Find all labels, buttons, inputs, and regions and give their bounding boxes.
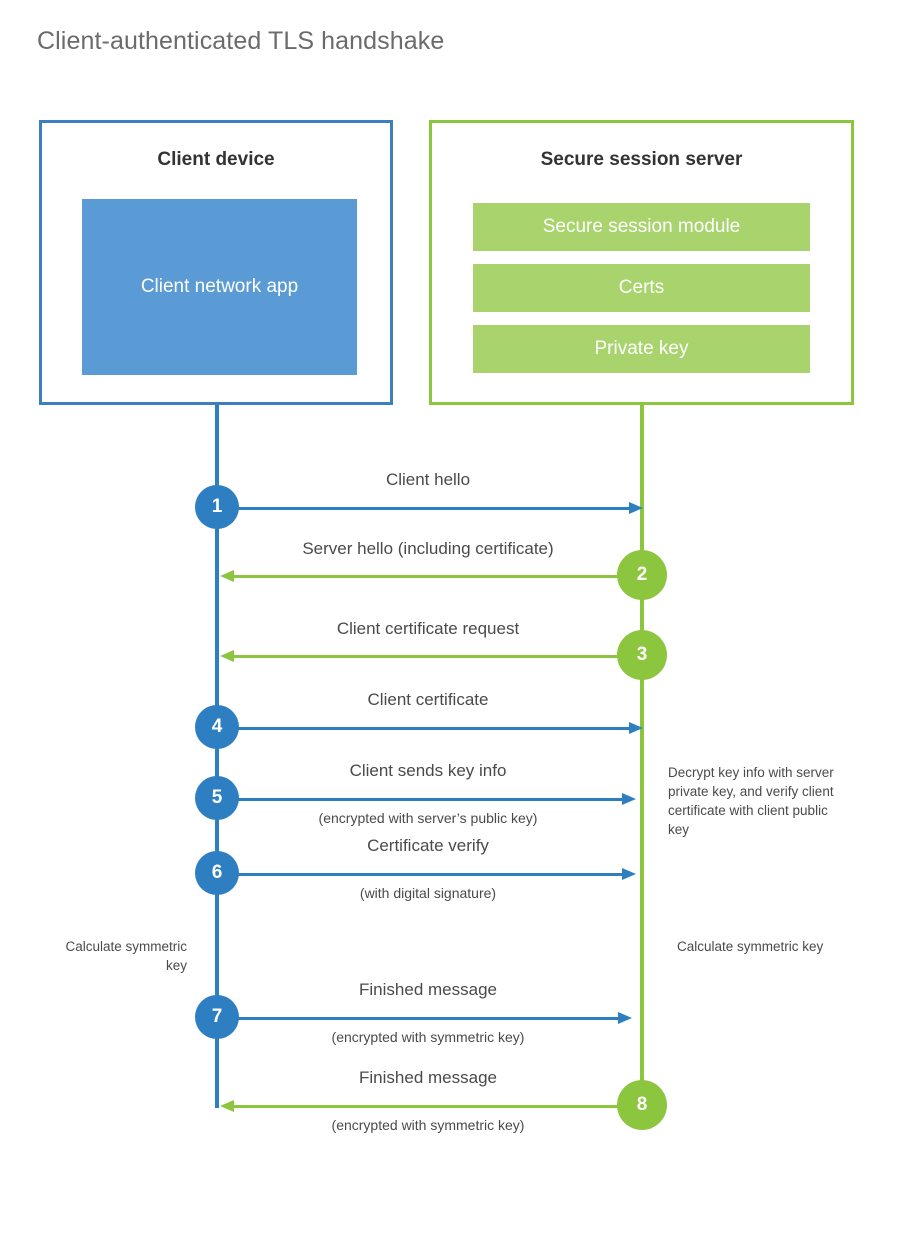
client-network-app-block: Client network app	[82, 199, 357, 375]
step-circle-8[interactable]: 8	[617, 1080, 667, 1130]
message-arrow-line-4	[217, 727, 632, 730]
client-lifeline	[215, 405, 219, 1108]
message-arrowhead-6	[622, 868, 636, 880]
step-circle-4[interactable]: 4	[195, 705, 239, 749]
step-circle-5[interactable]: 5	[195, 776, 239, 820]
message-arrow-line-7	[217, 1017, 621, 1020]
message-arrowhead-1	[629, 502, 643, 514]
message-arrow-line-6	[217, 873, 625, 876]
message-arrow-line-8	[234, 1105, 618, 1108]
message-arrowhead-4	[629, 722, 643, 734]
message-label-5: Client sends key info	[349, 761, 507, 780]
server-component-certs: Certs	[473, 264, 810, 312]
message-sublabel-5: (encrypted with server’s public key)	[318, 810, 538, 826]
page-title: Client-authenticated TLS handshake	[37, 27, 445, 55]
message-arrowhead-5	[622, 793, 636, 805]
message-label-3: Client certificate request	[336, 619, 520, 638]
message-label-2: Server hello (including certificate)	[302, 539, 554, 558]
message-label-8: Finished message	[359, 1068, 497, 1087]
message-label-4: Client certificate	[367, 690, 489, 709]
step-circle-3[interactable]: 3	[617, 630, 667, 680]
message-arrow-line-3	[234, 655, 618, 658]
message-label-6: Certificate verify	[367, 836, 489, 855]
client-device-box: Client device Client network app	[39, 120, 393, 405]
secure-session-server-title: Secure session server	[540, 149, 743, 170]
secure-session-server-box: Secure session server Secure session mod…	[429, 120, 854, 405]
message-arrow-line-5	[217, 798, 625, 801]
step-circle-6[interactable]: 6	[195, 851, 239, 895]
message-sublabel-6: (with digital signature)	[359, 885, 497, 901]
note-client-calculate-symmetric-key: Calculate symmetric key	[65, 939, 187, 974]
message-label-1: Client hello	[385, 470, 471, 489]
message-arrow-line-1	[217, 507, 632, 510]
step-circle-2[interactable]: 2	[617, 550, 667, 600]
message-sublabel-8: (encrypted with symmetric key)	[331, 1117, 525, 1133]
message-arrowhead-8	[220, 1100, 234, 1112]
note-server-calculate-symmetric-key: Calculate symmetric key	[677, 939, 824, 954]
server-component-private-key: Private key	[473, 325, 810, 373]
client-device-title: Client device	[157, 149, 275, 170]
message-sublabel-7: (encrypted with symmetric key)	[331, 1029, 525, 1045]
message-arrow-line-2	[234, 575, 618, 578]
message-label-7: Finished message	[359, 980, 497, 999]
server-component-secure-session-module: Secure session module	[473, 203, 810, 251]
step-circle-1[interactable]: 1	[195, 485, 239, 529]
message-arrowhead-3	[220, 650, 234, 662]
step-circle-7[interactable]: 7	[195, 995, 239, 1039]
server-lifeline	[640, 405, 644, 1105]
message-arrowhead-7	[618, 1012, 632, 1024]
message-arrowhead-2	[220, 570, 234, 582]
note-server-decrypt: Decrypt key info with server private key…	[668, 765, 834, 838]
